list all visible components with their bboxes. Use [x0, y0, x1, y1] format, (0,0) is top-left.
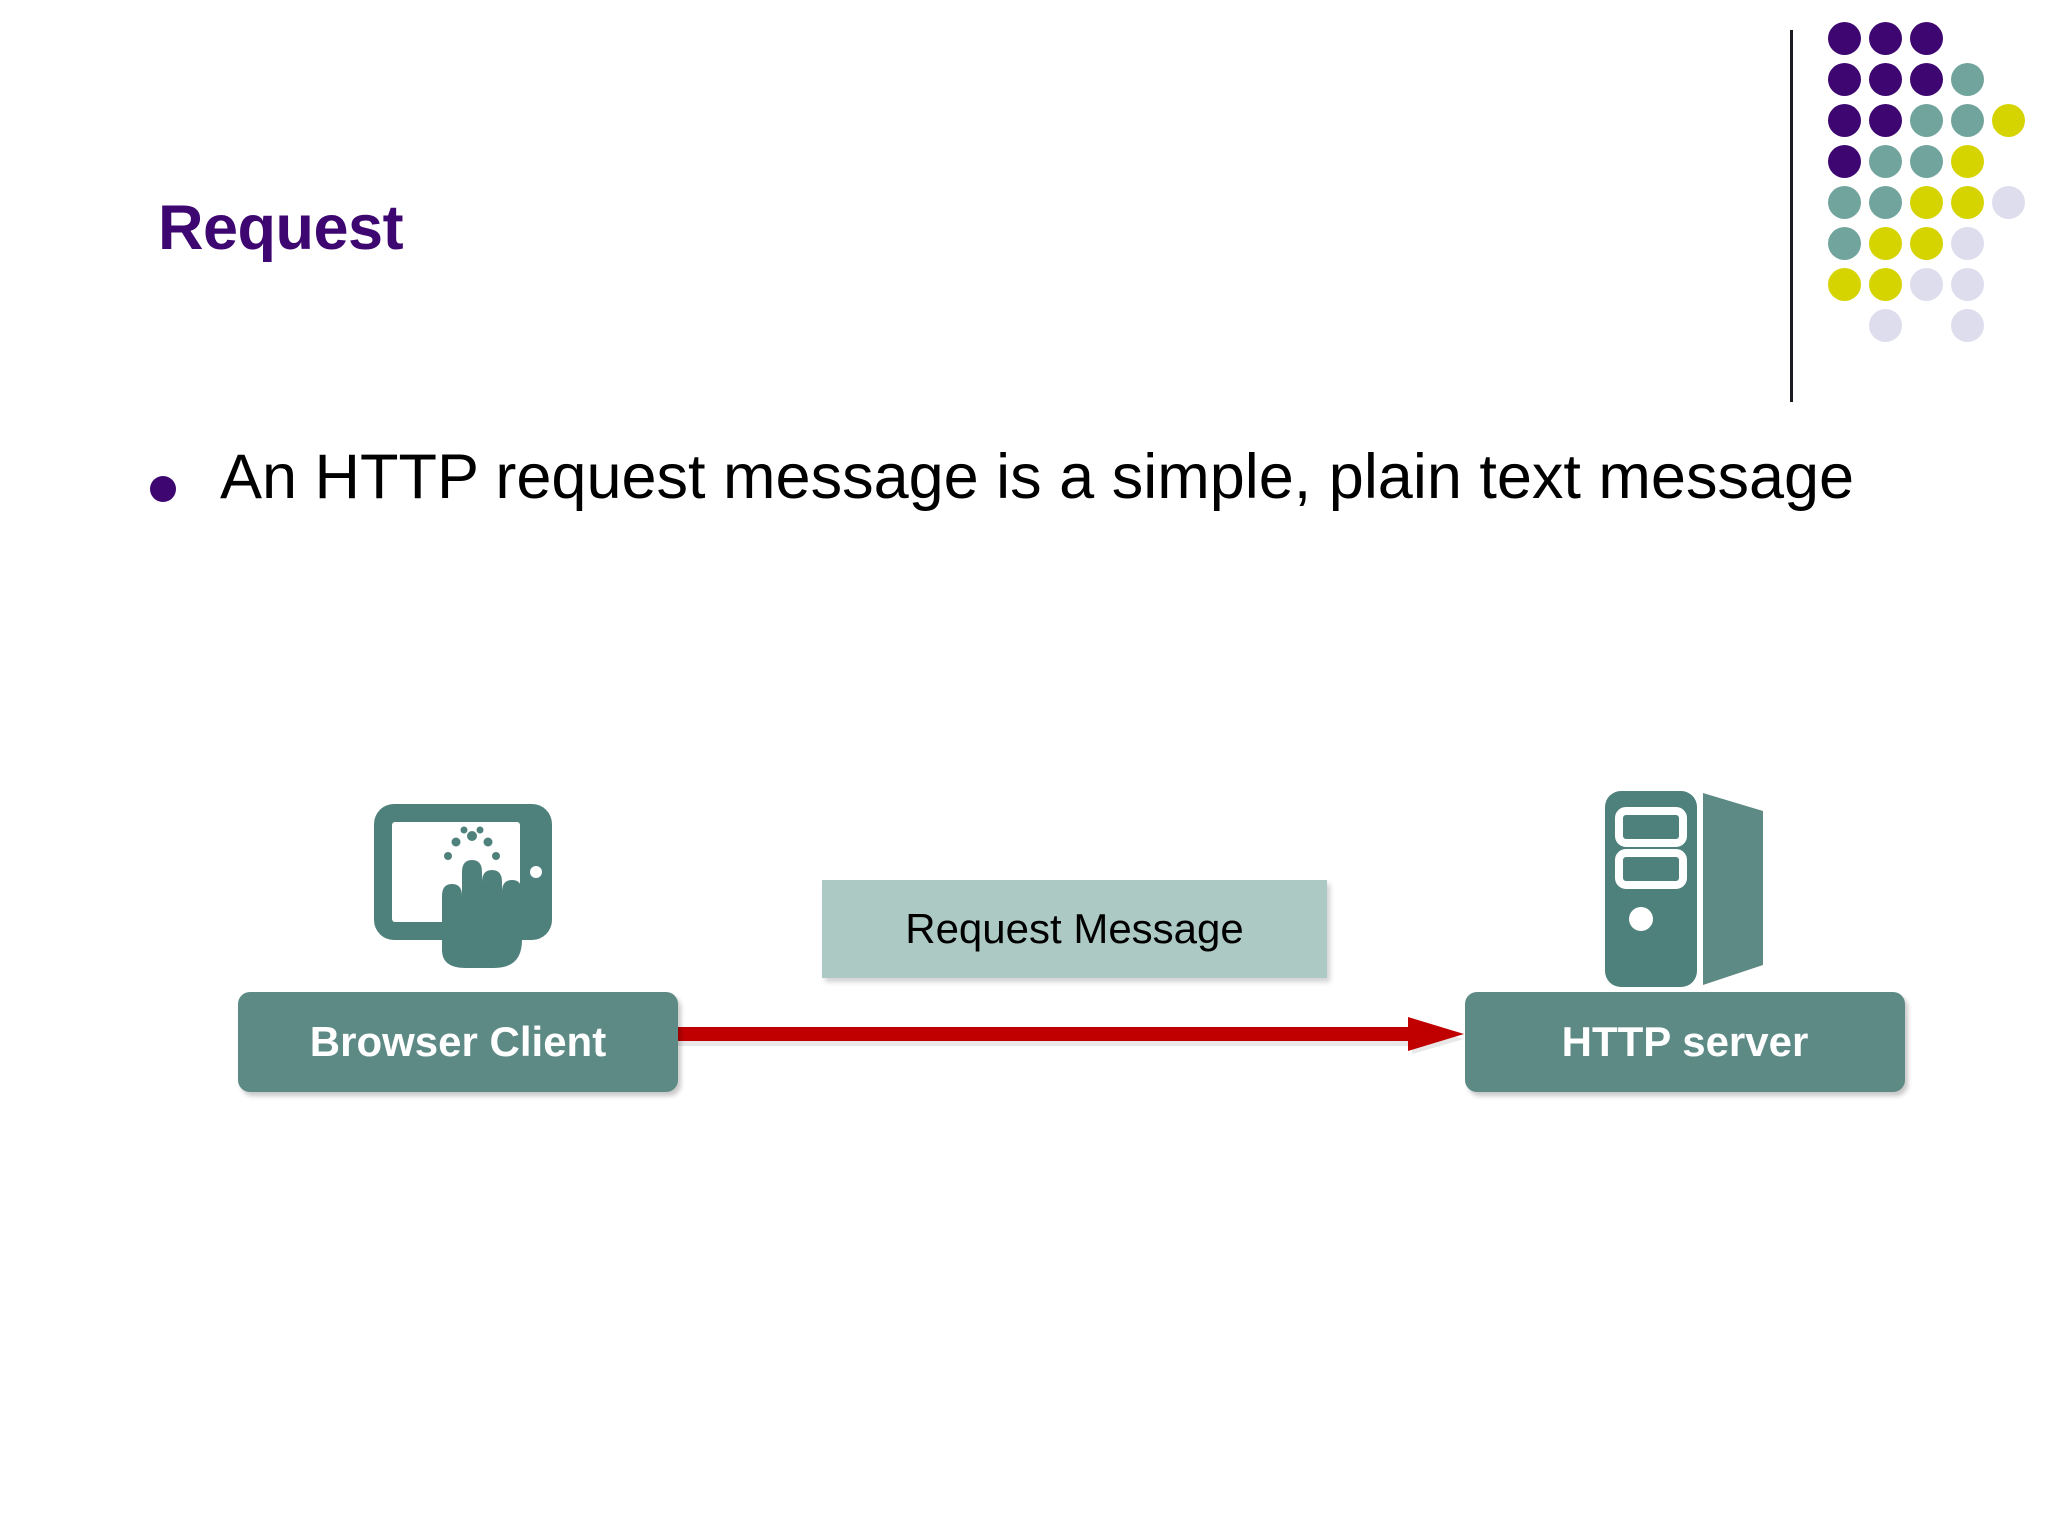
logo-dot-yellow — [1992, 104, 2025, 137]
logo-dot-teal — [1828, 227, 1861, 260]
logo-dot-lavender — [1951, 268, 1984, 301]
bullet-list: An HTTP request message is a simple, pla… — [150, 440, 2010, 514]
browser-client-node[interactable]: Browser Client — [238, 992, 678, 1092]
logo-dot-teal — [1869, 186, 1902, 219]
logo-dot-teal — [1828, 186, 1861, 219]
logo-dot-lavender — [1992, 186, 2025, 219]
logo-dot-purple — [1828, 145, 1861, 178]
request-arrow — [670, 1015, 1480, 1075]
tablet-touch-icon — [370, 800, 580, 995]
request-message-label: Request Message — [822, 880, 1327, 978]
logo-dot-grid — [1828, 22, 2038, 372]
logo-dot-purple — [1910, 22, 1943, 55]
logo-dot-lavender — [1951, 309, 1984, 342]
logo-dot-purple — [1869, 22, 1902, 55]
browser-client-label: Browser Client — [309, 1018, 607, 1065]
logo-dot-teal — [1869, 145, 1902, 178]
logo-dot-teal — [1951, 63, 1984, 96]
logo-dot-yellow — [1951, 186, 1984, 219]
logo-dot-purple — [1869, 63, 1902, 96]
logo-dot-purple — [1828, 22, 1861, 55]
list-item: An HTTP request message is a simple, pla… — [150, 440, 2010, 514]
logo-dot-teal — [1951, 104, 1984, 137]
request-flow-diagram: Request Message Browser Client HTTP serv… — [200, 760, 2000, 1120]
logo-dot-teal — [1910, 145, 1943, 178]
logo-dot-purple — [1828, 104, 1861, 137]
http-server-node[interactable]: HTTP server — [1465, 992, 1905, 1092]
logo-vertical-rule — [1790, 30, 1793, 402]
logo-dot-yellow — [1910, 227, 1943, 260]
server-tower-icon — [1595, 785, 1795, 995]
logo-dot-lavender — [1910, 268, 1943, 301]
logo-dot-yellow — [1869, 227, 1902, 260]
logo-dot-yellow — [1828, 268, 1861, 301]
logo-dot-lavender — [1951, 227, 1984, 260]
logo-dot-purple — [1910, 63, 1943, 96]
logo-block — [1790, 22, 2040, 402]
http-server-label: HTTP server — [1561, 1018, 1809, 1065]
logo-dot-yellow — [1869, 268, 1902, 301]
page-title: Request — [158, 193, 404, 263]
logo-dot-teal — [1910, 104, 1943, 137]
logo-dot-yellow — [1910, 186, 1943, 219]
request-message-text: Request Message — [905, 905, 1244, 952]
logo-dot-yellow — [1951, 145, 1984, 178]
logo-dot-purple — [1869, 104, 1902, 137]
logo-dot-purple — [1828, 63, 1861, 96]
bullet-dot-icon — [150, 476, 176, 502]
bullet-text: An HTTP request message is a simple, pla… — [220, 442, 1855, 512]
logo-dot-lavender — [1869, 309, 1902, 342]
